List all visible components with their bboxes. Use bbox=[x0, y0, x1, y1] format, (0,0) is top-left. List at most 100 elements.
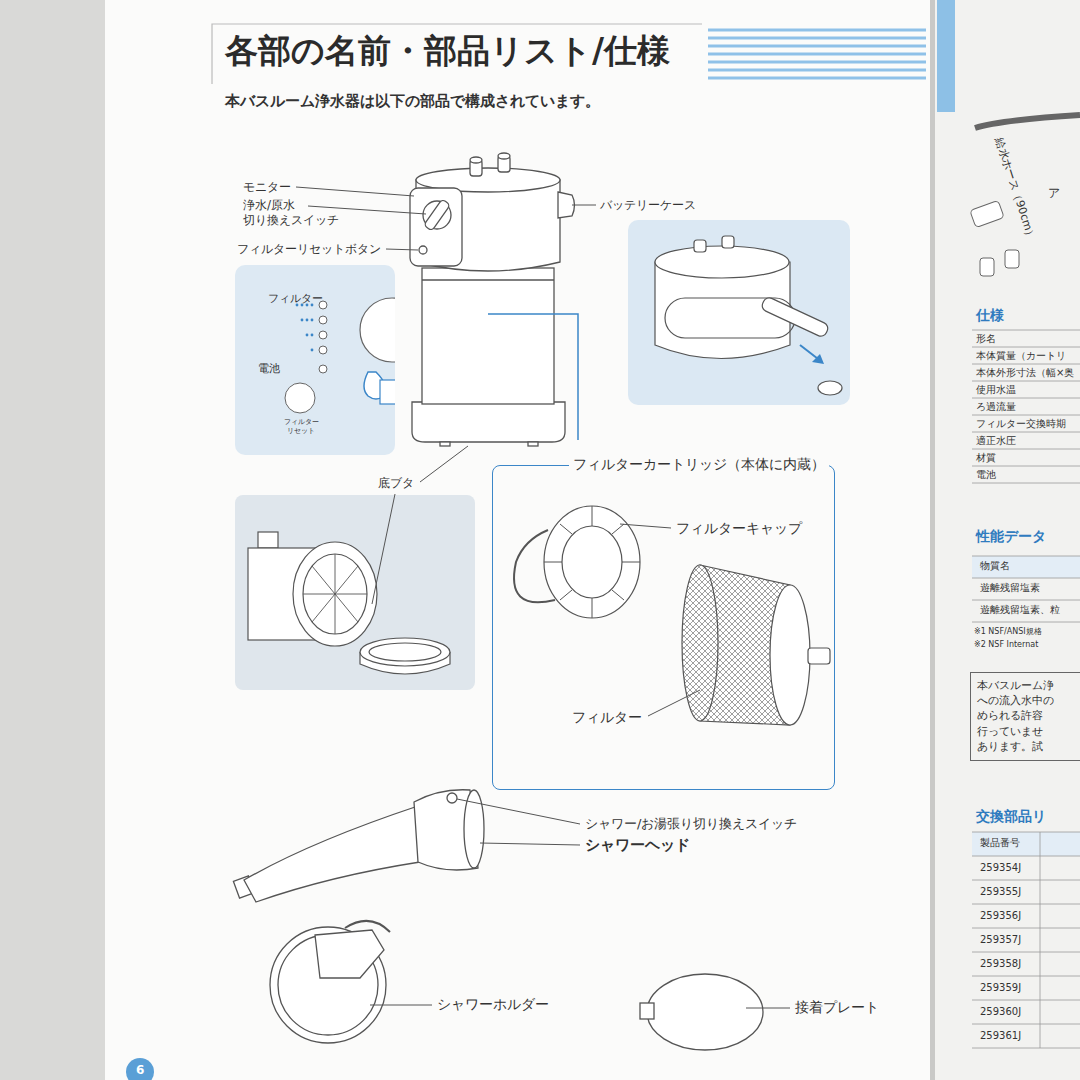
part-label: 本体質量（カートリ bbox=[976, 350, 1066, 363]
part-label: 259357J bbox=[980, 934, 1021, 947]
line-art bbox=[812, 354, 824, 364]
line-art bbox=[315, 930, 384, 978]
line-art bbox=[972, 832, 1080, 833]
note-box: 本バスルーム浄 への流入水中の められる許容 行っていませ あります。試 bbox=[970, 672, 1080, 761]
line-art bbox=[972, 398, 1080, 399]
monitor-panel: フィルター電池フィルター リセット bbox=[235, 265, 395, 455]
node-text: 本バスルーム浄 への流入水中の められる許容 行っていませ あります。試 bbox=[977, 678, 1073, 754]
part-label: 259361J bbox=[980, 1030, 1021, 1043]
line-art bbox=[980, 258, 994, 276]
line-art bbox=[126, 1058, 154, 1080]
line-art bbox=[296, 187, 414, 196]
line-art bbox=[308, 206, 426, 214]
part-label: 遊離残留塩素 bbox=[980, 582, 1040, 595]
line-art bbox=[440, 442, 450, 446]
part-label: 形名 bbox=[976, 333, 996, 346]
line-art bbox=[369, 643, 441, 661]
line-art bbox=[1005, 250, 1019, 268]
part-label: 259355J bbox=[980, 886, 1021, 899]
line-art bbox=[457, 799, 580, 824]
line-art bbox=[470, 157, 482, 163]
part-label: 6 bbox=[136, 1063, 144, 1078]
line-art bbox=[972, 928, 1080, 929]
line-art bbox=[760, 296, 829, 338]
cartridge-box: フィルターカートリッジ（本体に内蔵） bbox=[492, 465, 835, 790]
line-art bbox=[972, 449, 1080, 450]
part-label: 259358J bbox=[980, 958, 1021, 971]
part-label: シャワーホルダー bbox=[437, 996, 549, 1014]
line-art bbox=[708, 29, 926, 32]
line-art bbox=[937, 0, 955, 112]
line-art bbox=[620, 524, 671, 528]
part-label: ※2 NSF Internat bbox=[974, 640, 1038, 650]
part-label: 製品番号 bbox=[980, 837, 1020, 850]
part-label: シャワー/お湯張り切り換えスイッチ bbox=[585, 816, 797, 832]
part-label: フィルターリセットボタン bbox=[237, 242, 381, 257]
line-art bbox=[424, 199, 451, 231]
line-art bbox=[640, 1003, 654, 1019]
line-art bbox=[514, 506, 830, 725]
part-label: 物質名 bbox=[980, 560, 1010, 573]
line-art bbox=[970, 200, 1004, 227]
line-art bbox=[972, 622, 1080, 623]
line-art bbox=[972, 347, 1080, 348]
line-art bbox=[464, 790, 484, 868]
line-art bbox=[480, 843, 580, 845]
part-label: バッテリーケース bbox=[600, 198, 696, 213]
line-art bbox=[410, 153, 575, 446]
line-art bbox=[372, 494, 395, 604]
part-label: ア bbox=[1048, 186, 1060, 201]
line-art bbox=[972, 880, 1080, 881]
part-label: 材質 bbox=[976, 452, 996, 465]
line-art bbox=[647, 974, 763, 1050]
line-art bbox=[972, 856, 1080, 857]
line-art bbox=[975, 115, 1080, 128]
line-art bbox=[447, 793, 457, 803]
part-label: 本バスルーム浄水器は以下の部品で構成されています。 bbox=[225, 92, 600, 111]
part-label: 浄水/原水 切り換えスイッチ bbox=[243, 198, 347, 228]
node-text: フィルター リセット bbox=[280, 418, 322, 436]
line-art bbox=[972, 466, 1080, 467]
part-label: 259356J bbox=[980, 910, 1021, 923]
line-art bbox=[628, 220, 850, 405]
line-art bbox=[972, 578, 1080, 579]
line-art bbox=[422, 279, 554, 280]
line-art bbox=[708, 37, 926, 40]
part-label: 259359J bbox=[980, 982, 1021, 995]
line-art bbox=[972, 556, 1080, 578]
line-art bbox=[544, 506, 640, 618]
part-label: フィルター bbox=[572, 709, 642, 727]
part-label: 性能データ bbox=[976, 528, 1046, 546]
line-art bbox=[708, 30, 926, 78]
part-label: ※1 NSF/ANSI規格 bbox=[974, 627, 1042, 637]
part-label: 接着プレート bbox=[795, 999, 879, 1017]
line-art bbox=[972, 483, 1080, 484]
page-title: 各部の名前・部品リスト/仕様 bbox=[225, 30, 670, 71]
line-art bbox=[722, 236, 734, 248]
part-label: 底ブタ bbox=[378, 476, 414, 491]
part-label: フィルターキャップ bbox=[676, 520, 802, 538]
part-label: 259360J bbox=[980, 1006, 1021, 1019]
line-art bbox=[370, 1005, 432, 1006]
line-art bbox=[303, 554, 367, 634]
part-label: モニター bbox=[243, 180, 291, 195]
part-label: 使用水温 bbox=[976, 384, 1016, 397]
line-art bbox=[970, 200, 1019, 276]
line-art bbox=[682, 565, 718, 721]
line-art bbox=[972, 556, 1080, 557]
line-art bbox=[303, 554, 367, 634]
line-art bbox=[244, 806, 420, 902]
line-art bbox=[544, 506, 640, 618]
line-art bbox=[270, 921, 763, 1050]
line-art bbox=[293, 542, 377, 646]
line-art bbox=[345, 921, 390, 932]
line-art bbox=[420, 446, 468, 482]
line-art bbox=[1040, 832, 1041, 1048]
line-art bbox=[818, 381, 842, 395]
node-text: 電池 bbox=[258, 362, 280, 376]
part-label: ろ過流量 bbox=[976, 401, 1016, 414]
part-label: 仕様 bbox=[976, 307, 1004, 325]
line-art bbox=[235, 495, 475, 690]
